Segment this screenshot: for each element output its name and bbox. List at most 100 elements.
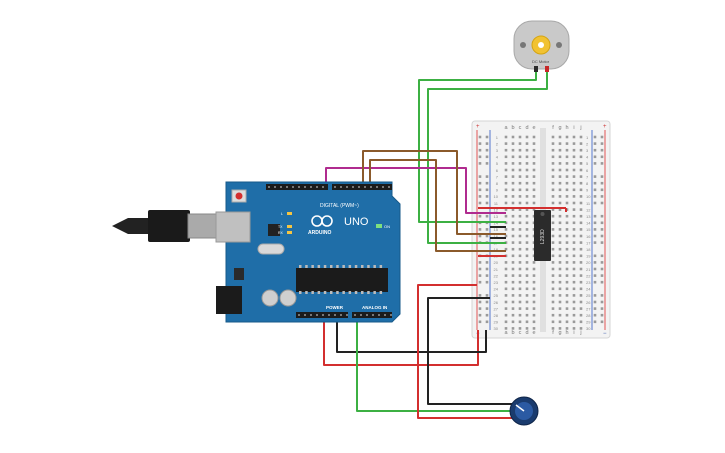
breadboard-hole[interactable]: [565, 175, 569, 178]
breadboard-hole[interactable]: [579, 274, 583, 277]
breadboard-hole[interactable]: [551, 261, 555, 264]
breadboard-hole[interactable]: [525, 142, 529, 145]
breadboard-hole[interactable]: [532, 181, 536, 185]
breadboard-hole[interactable]: [532, 188, 536, 192]
breadboard-hole[interactable]: [532, 327, 536, 330]
rail-hole[interactable]: [485, 274, 489, 277]
header-pin[interactable]: [292, 186, 294, 188]
rail-hole[interactable]: [478, 234, 482, 238]
rail-hole[interactable]: [593, 320, 597, 324]
breadboard-hole[interactable]: [572, 214, 576, 218]
breadboard-hole[interactable]: [558, 247, 562, 251]
header-pin[interactable]: [364, 186, 366, 188]
breadboard-hole[interactable]: [525, 294, 529, 297]
rail-hole[interactable]: [478, 214, 482, 218]
breadboard-hole[interactable]: [525, 155, 529, 159]
breadboard-hole[interactable]: [551, 287, 555, 291]
breadboard-hole[interactable]: [572, 201, 576, 205]
header-pin[interactable]: [322, 186, 324, 188]
breadboard-hole[interactable]: [579, 294, 583, 297]
rail-hole[interactable]: [485, 280, 489, 284]
rail-hole[interactable]: [593, 214, 597, 218]
breadboard-hole[interactable]: [572, 195, 576, 198]
usb-cable[interactable]: [112, 210, 225, 242]
breadboard-hole[interactable]: [525, 228, 529, 231]
rail-hole[interactable]: [485, 162, 489, 165]
header-pin[interactable]: [372, 314, 374, 316]
breadboard-hole[interactable]: [518, 327, 522, 330]
breadboard-hole[interactable]: [572, 320, 576, 324]
rail-hole[interactable]: [600, 300, 604, 304]
wire-pot-ground[interactable]: [427, 297, 512, 405]
breadboard-hole[interactable]: [518, 274, 522, 277]
rail-hole[interactable]: [593, 155, 597, 159]
breadboard-hole[interactable]: [551, 208, 555, 211]
rail-hole[interactable]: [593, 274, 597, 277]
breadboard-hole[interactable]: [518, 214, 522, 218]
breadboard-hole[interactable]: [504, 228, 508, 231]
breadboard-hole[interactable]: [518, 267, 522, 271]
rail-hole[interactable]: [478, 300, 482, 304]
breadboard-hole[interactable]: [551, 201, 555, 205]
rail-hole[interactable]: [478, 148, 482, 152]
header-pin[interactable]: [286, 186, 288, 188]
breadboard-hole[interactable]: [572, 267, 576, 271]
breadboard-hole[interactable]: [551, 241, 555, 244]
rail-hole[interactable]: [478, 320, 482, 324]
breadboard-hole[interactable]: [579, 254, 583, 258]
rail-hole[interactable]: [478, 267, 482, 271]
rail-hole[interactable]: [478, 294, 482, 297]
header-pin[interactable]: [366, 314, 368, 316]
breadboard-hole[interactable]: [525, 135, 529, 139]
breadboard-hole[interactable]: [572, 162, 576, 165]
breadboard-hole[interactable]: [511, 148, 515, 152]
breadboard-hole[interactable]: [518, 247, 522, 251]
breadboard-hole[interactable]: [579, 234, 583, 238]
breadboard-hole[interactable]: [511, 274, 515, 277]
breadboard-hole[interactable]: [525, 307, 529, 310]
breadboard-hole[interactable]: [565, 267, 569, 271]
breadboard-hole[interactable]: [572, 234, 576, 238]
breadboard-hole[interactable]: [572, 221, 576, 225]
breadboard-hole[interactable]: [532, 135, 536, 139]
breadboard-hole[interactable]: [572, 135, 576, 139]
breadboard-hole[interactable]: [558, 221, 562, 225]
breadboard-hole[interactable]: [551, 162, 555, 165]
breadboard-hole[interactable]: [572, 313, 576, 317]
breadboard-hole[interactable]: [551, 195, 555, 198]
header-pin[interactable]: [390, 314, 392, 316]
header-pin[interactable]: [280, 186, 282, 188]
breadboard-hole[interactable]: [518, 280, 522, 284]
breadboard-hole[interactable]: [579, 175, 583, 178]
rail-hole[interactable]: [478, 195, 482, 198]
rail-hole[interactable]: [485, 201, 489, 205]
breadboard-hole[interactable]: [518, 254, 522, 258]
breadboard-hole[interactable]: [551, 320, 555, 324]
header-pin[interactable]: [382, 186, 384, 188]
breadboard-hole[interactable]: [565, 142, 569, 145]
breadboard-hole[interactable]: [551, 313, 555, 317]
breadboard-hole[interactable]: [518, 148, 522, 152]
rail-hole[interactable]: [600, 175, 604, 178]
wire-motor-lead-2[interactable]: [427, 68, 548, 244]
breadboard-hole[interactable]: [565, 320, 569, 324]
breadboard-hole[interactable]: [551, 280, 555, 284]
breadboard-hole[interactable]: [565, 254, 569, 258]
rail-hole[interactable]: [485, 181, 489, 185]
breadboard-hole[interactable]: [532, 208, 536, 211]
breadboard-hole[interactable]: [518, 208, 522, 211]
breadboard-hole[interactable]: [532, 307, 536, 310]
wire-pot-signal[interactable]: [356, 314, 512, 412]
breadboard-hole[interactable]: [511, 188, 515, 192]
rail-hole[interactable]: [600, 274, 604, 277]
breadboard-hole[interactable]: [572, 148, 576, 152]
rail-hole[interactable]: [478, 307, 482, 310]
breadboard-hole[interactable]: [572, 327, 576, 330]
breadboard-hole[interactable]: [579, 261, 583, 264]
rail-hole[interactable]: [593, 228, 597, 231]
breadboard-hole[interactable]: [551, 221, 555, 225]
breadboard-hole[interactable]: [511, 181, 515, 185]
breadboard-hole[interactable]: [551, 142, 555, 145]
rail-hole[interactable]: [600, 294, 604, 297]
rail-hole[interactable]: [485, 135, 489, 139]
